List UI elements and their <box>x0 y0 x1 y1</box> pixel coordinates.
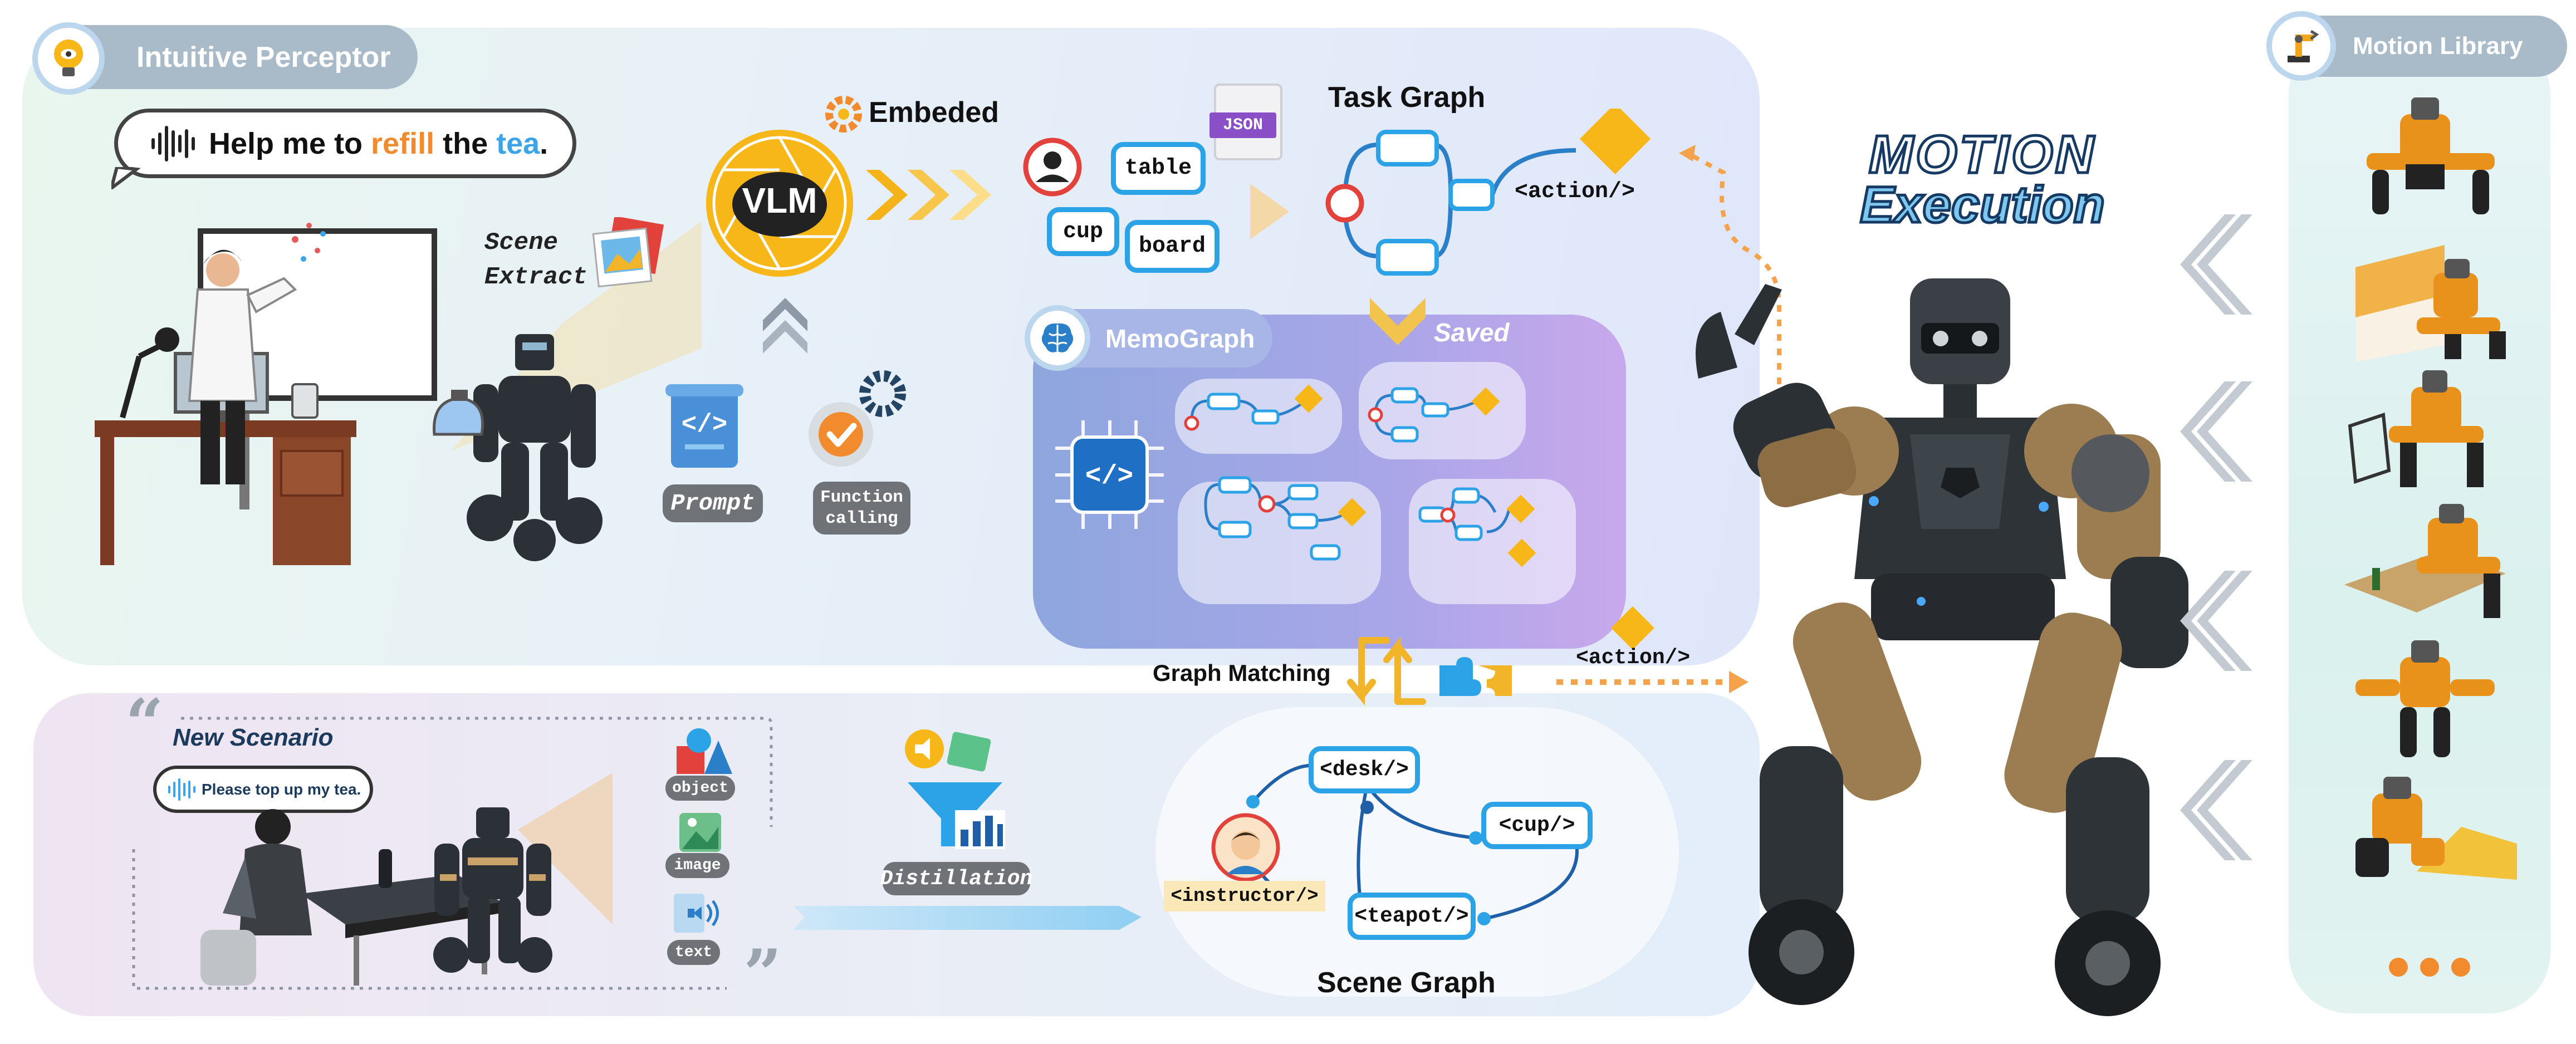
scenario-dotted-frame <box>132 717 773 990</box>
object-shapes-icon <box>677 728 732 774</box>
brain-icon <box>1025 305 1090 371</box>
image-icon <box>679 813 721 852</box>
more-dot-1 <box>2389 958 2408 977</box>
instructor-avatar-icon <box>1211 813 1280 882</box>
audio-file-icon <box>674 894 719 933</box>
vlm-label: VLM <box>742 180 817 220</box>
perceptor-title: Intuitive Perceptor <box>136 41 391 73</box>
scene-graph-edges <box>1246 763 1579 925</box>
new-scenario-title: New Scenario <box>173 724 334 751</box>
speech-word-refill: refill <box>371 126 435 160</box>
json-file-icon: JSON <box>1209 84 1282 160</box>
motion-thumb-crouch <box>2355 777 2517 880</box>
scene-node-teapot: <teapot/> <box>1348 893 1476 940</box>
json-badge: JSON <box>1209 112 1276 138</box>
chevrons-left-column <box>2180 214 2252 860</box>
action-out-label: <action/> <box>1576 646 1691 670</box>
embed-gear-icon <box>825 96 862 133</box>
robot-arm-icon <box>2266 11 2336 81</box>
dotted-arrow-action <box>1556 671 1749 693</box>
lightbulb-eye-icon <box>32 22 105 95</box>
chevrons-up-icon <box>763 298 807 354</box>
motion-library-title: Motion Library <box>2353 32 2523 60</box>
token-board: board <box>1125 220 1220 273</box>
function-calling-label: Function calling <box>813 482 910 535</box>
scene-extract-line-2: Extract <box>484 263 587 291</box>
dotted-arrow-to-robot <box>1679 145 1781 384</box>
token-cup: cup <box>1047 207 1119 256</box>
scenario-photo-illustration <box>200 773 613 986</box>
prompt-scroll-icon: </> <box>665 384 743 468</box>
speech-text: Help me to refill the tea. <box>209 126 548 161</box>
speech-part-1: Help me to <box>209 126 371 160</box>
speech-bubble-tail <box>111 167 141 189</box>
svg-text:</>: </> <box>1085 462 1133 492</box>
modality-image-label: image <box>665 853 729 878</box>
memo-mini-graphs <box>1184 384 1536 567</box>
scene-node-cup: <cup/> <box>1481 802 1593 849</box>
saved-down-arrow <box>1370 298 1426 345</box>
scene-graph-title: Scene Graph <box>1317 967 1496 999</box>
motion-thumb-arms <box>2355 640 2495 757</box>
scene-extract-line-1: Scene <box>484 229 559 257</box>
puzzle-icon <box>1439 657 1512 696</box>
function-calling-line-2: calling <box>825 508 898 528</box>
scene-node-desk: <desk/> <box>1309 746 1420 793</box>
chevrons-right-icon <box>866 170 991 220</box>
motion-thumb-stand <box>2367 97 2495 214</box>
scene-node-instructor: <instructor/> <box>1164 881 1325 911</box>
task-graph-action-label: <action/> <box>1515 179 1635 204</box>
motion-exec-line-2: Execution <box>1859 177 2107 233</box>
scenario-speech-bubble: Please top up my tea. <box>153 766 373 813</box>
more-motions-dots <box>2389 958 2470 977</box>
speech-part-3: the <box>434 126 497 160</box>
distillation-funnel-icon <box>905 729 1005 849</box>
function-gear-icon <box>809 370 906 467</box>
distillation-arrow <box>794 906 1142 930</box>
speech-word-tea: tea <box>496 126 540 160</box>
task-graph-diagram <box>1325 109 1651 276</box>
embedded-label: Embeded <box>869 96 1000 129</box>
more-dot-3 <box>2451 958 2470 977</box>
action-diamond-small <box>1611 606 1654 650</box>
humanoid-robot-illustration <box>1696 278 2188 1016</box>
vlm-aperture-icon <box>706 130 853 277</box>
arrow-right-triangle <box>1250 184 1289 239</box>
more-dot-2 <box>2420 958 2439 977</box>
close-quote-icon: ” <box>743 935 782 1013</box>
scenario-voice-icon <box>168 778 195 801</box>
modality-object-label: object <box>665 776 735 801</box>
svg-text:</>: </> <box>682 410 728 439</box>
motion-exec-line-1: MOTION <box>1868 125 2096 184</box>
scenario-speech-text: Please top up my tea. <box>202 780 361 798</box>
motion-thumb-chair <box>2348 370 2484 487</box>
distillation-label: Distillation <box>880 862 1032 895</box>
memograph-title: MemoGraph <box>1105 324 1255 353</box>
motion-thumb-desk <box>2355 245 2506 362</box>
photo-stack-icon <box>592 217 664 288</box>
office-scene-illustration <box>95 221 702 565</box>
task-graph-title: Task Graph <box>1328 81 1486 114</box>
prompt-label: Prompt <box>663 484 763 522</box>
voice-wave-icon <box>151 125 195 161</box>
motion-thumb-table <box>2344 504 2506 618</box>
user-icon <box>1023 138 1082 197</box>
function-calling-line-1: Function <box>820 487 903 507</box>
swap-arrows-icon <box>1347 636 1426 706</box>
speech-part-5: . <box>540 126 548 160</box>
saved-label: Saved <box>1434 318 1510 347</box>
token-table: table <box>1111 142 1206 195</box>
graph-matching-label: Graph Matching <box>1153 660 1331 686</box>
scene-extract-label: Scene Extract <box>484 226 587 295</box>
chip-code-icon: </> <box>1055 420 1164 529</box>
modality-text-label: text <box>667 940 720 965</box>
speech-bubble: Help me to refill the tea. <box>114 109 576 178</box>
memo-graph-tile-4 <box>1409 479 1576 604</box>
